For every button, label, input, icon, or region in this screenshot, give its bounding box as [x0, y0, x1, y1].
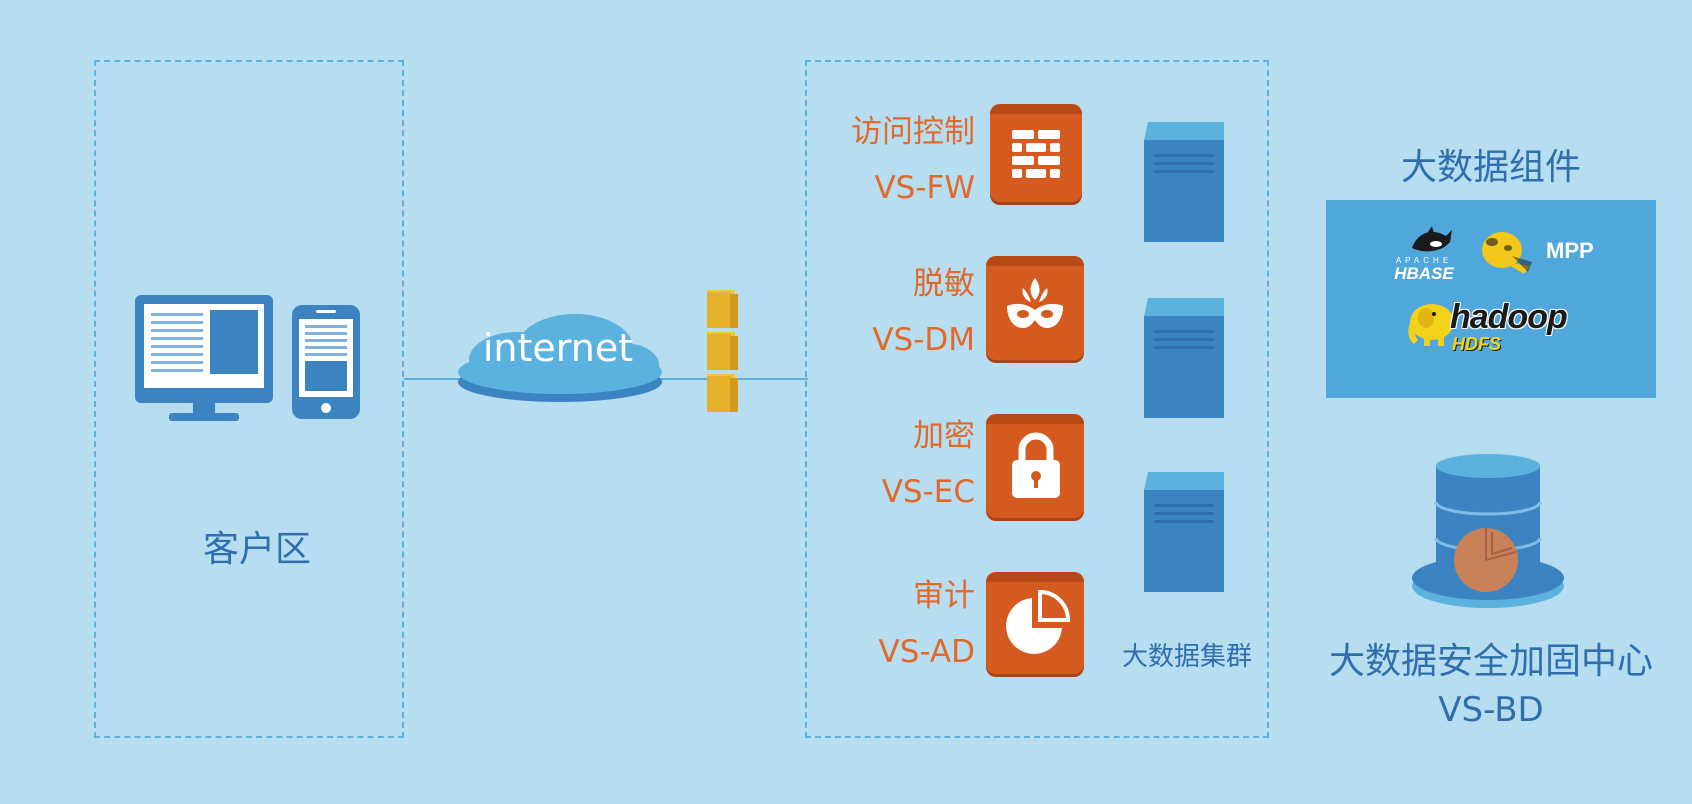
service-audit-tile [986, 572, 1084, 674]
firewall-icon [1012, 130, 1060, 178]
center-code: VS-BD [1438, 690, 1544, 730]
components-title: 大数据组件 [1400, 147, 1581, 188]
client-zone-label: 客户区 [202, 529, 311, 570]
database-icon [1412, 454, 1564, 608]
server-icon [1144, 298, 1224, 418]
server-icon [1144, 122, 1224, 242]
elephant-icon [1408, 304, 1454, 346]
link-firewall-to-services [738, 378, 808, 380]
hive-bee-icon [1482, 232, 1532, 274]
service-masking-name: 脱敏 [913, 266, 975, 302]
hdfs-label: HDFS [1452, 334, 1501, 354]
center-title: 大数据安全加固中心 [1328, 641, 1653, 682]
security-services-box [805, 60, 1269, 738]
client-zone-box [94, 60, 404, 738]
hadoop-label: hadoop [1450, 298, 1568, 336]
service-access-control-code: VS-FW [874, 170, 975, 206]
firewall-wall-icon [707, 290, 738, 412]
mobile-phone-icon [292, 305, 360, 419]
service-encryption-tile [986, 414, 1084, 518]
service-audit-name: 审计 [913, 578, 975, 614]
mpp-label: MPP [1546, 238, 1594, 263]
service-masking-tile [986, 256, 1084, 360]
mask-icon [1007, 278, 1063, 328]
service-encryption-name: 加密 [913, 418, 975, 454]
desktop-monitor-icon [135, 295, 273, 421]
hbase-sub-label: APACHE [1395, 256, 1453, 265]
cluster-label: 大数据集群 [1121, 642, 1252, 672]
service-masking-code: VS-DM [872, 322, 975, 358]
server-icon [1144, 472, 1224, 592]
service-access-control-tile [990, 104, 1082, 202]
orca-icon [1412, 226, 1452, 252]
lock-icon [1012, 432, 1060, 498]
link-client-to-internet [404, 378, 460, 380]
internet-label: internet [482, 326, 634, 370]
service-encryption-code: VS-EC [881, 474, 975, 510]
pie-chart-icon [1006, 589, 1071, 654]
components-panel: APACHE HBASE MPP hadoop HDFS [1326, 200, 1656, 398]
hbase-label: HBASE [1394, 264, 1454, 283]
link-internet-to-firewall [660, 378, 708, 380]
service-audit-code: VS-AD [878, 634, 975, 670]
cloud-icon [458, 314, 662, 402]
service-access-control-name: 访问控制 [851, 114, 975, 150]
